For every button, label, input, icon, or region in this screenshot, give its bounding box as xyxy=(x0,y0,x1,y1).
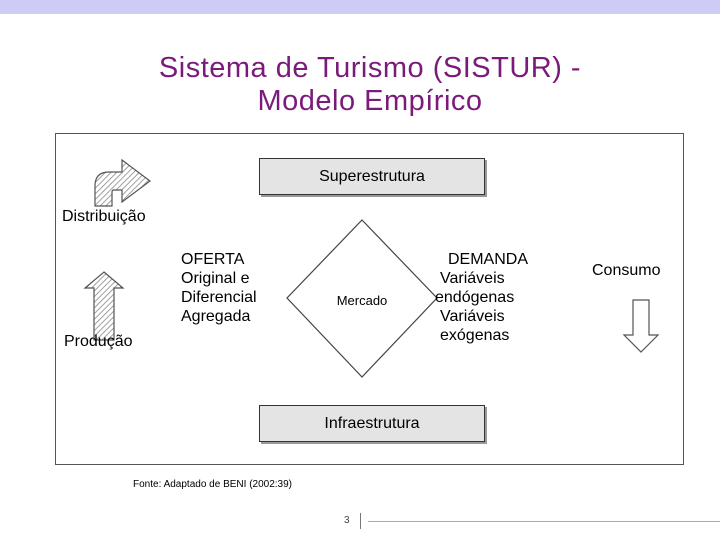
demanda-line: exógenas xyxy=(440,327,510,344)
demanda-line: DEMANDA xyxy=(448,251,529,268)
footer-rule xyxy=(368,521,720,522)
oferta-line: OFERTA xyxy=(181,251,245,268)
oferta-line: Original e xyxy=(181,270,250,287)
curved-arrow-icon xyxy=(94,158,151,207)
title-line-2: Modelo Empírico xyxy=(257,85,483,117)
producao-label: Produção xyxy=(64,333,133,350)
infraestrutura-label: Infraestrutura xyxy=(324,414,420,432)
down-arrow-icon xyxy=(622,299,660,353)
footer-divider xyxy=(360,513,361,529)
oferta-line: Agregada xyxy=(181,308,251,325)
demanda-line: Variáveis xyxy=(440,270,505,287)
mercado-label: Mercado xyxy=(336,293,388,308)
source-note: Fonte: Adaptado de BENI (2002:39) xyxy=(133,479,292,490)
consumo-label: Consumo xyxy=(592,262,661,279)
distribuicao-label: Distribuição xyxy=(62,208,146,225)
oferta-text: OFERTA Original e Diferencial Agregada xyxy=(181,250,257,326)
demanda-line: Variáveis xyxy=(440,308,505,325)
page-number: 3 xyxy=(344,515,350,526)
demanda-line: endógenas xyxy=(435,289,515,306)
up-arrow-icon xyxy=(83,271,125,341)
infraestrutura-box: Infraestrutura xyxy=(259,405,485,442)
superestrutura-box: Superestrutura xyxy=(259,158,485,195)
top-bar xyxy=(0,0,720,14)
oferta-line: Diferencial xyxy=(181,289,257,306)
superestrutura-label: Superestrutura xyxy=(319,167,425,185)
diagram-frame xyxy=(55,133,684,465)
slide-title: Sistema de Turismo (SISTUR) - Modelo Emp… xyxy=(120,52,620,118)
title-line-1: Sistema de Turismo (SISTUR) - xyxy=(158,52,582,84)
mercado-diamond xyxy=(286,219,438,378)
demanda-text: DEMANDA Variáveis endógenas Variáveis ex… xyxy=(435,250,528,345)
